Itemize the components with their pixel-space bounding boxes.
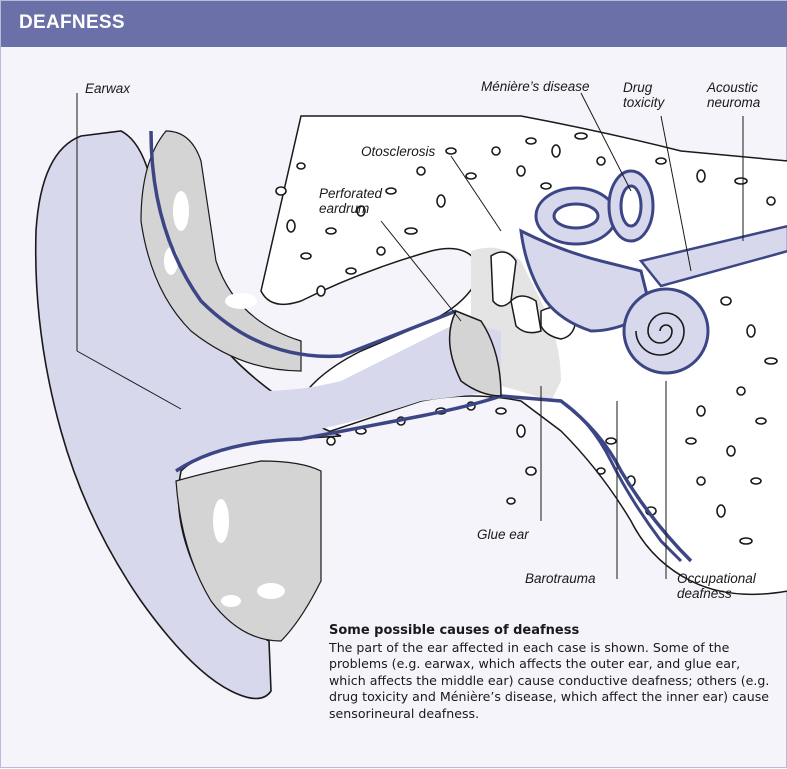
panel-title: DEAFNESS [19,12,125,34]
label-earwax: Earwax [85,81,130,96]
label-menieres-disease: Ménière’s disease [481,79,590,94]
label-perforated-eardrum-1: Perforated [319,186,382,201]
caption-title: Some possible causes of deafness [329,623,774,640]
label-drug-toxicity-2: toxicity [623,95,664,110]
label-barotrauma: Barotrauma [525,571,596,586]
label-otosclerosis: Otosclerosis [361,144,435,159]
label-occupational-deafness-1: Occupational [677,571,756,586]
caption-block: Some possible causes of deafness The par… [329,623,774,722]
caption-body: The part of the ear affected in each cas… [329,640,774,723]
label-occupational-deafness-2: deafness [677,586,732,601]
label-glue-ear: Glue ear [477,527,529,542]
cochlea [624,289,708,373]
label-acoustic-neuroma-2: neuroma [707,95,760,110]
label-perforated-eardrum-2: eardrum [319,201,369,216]
header-bar: DEAFNESS [1,1,787,47]
label-acoustic-neuroma-1: Acoustic [707,80,758,95]
label-drug-toxicity-1: Drug [623,80,652,95]
